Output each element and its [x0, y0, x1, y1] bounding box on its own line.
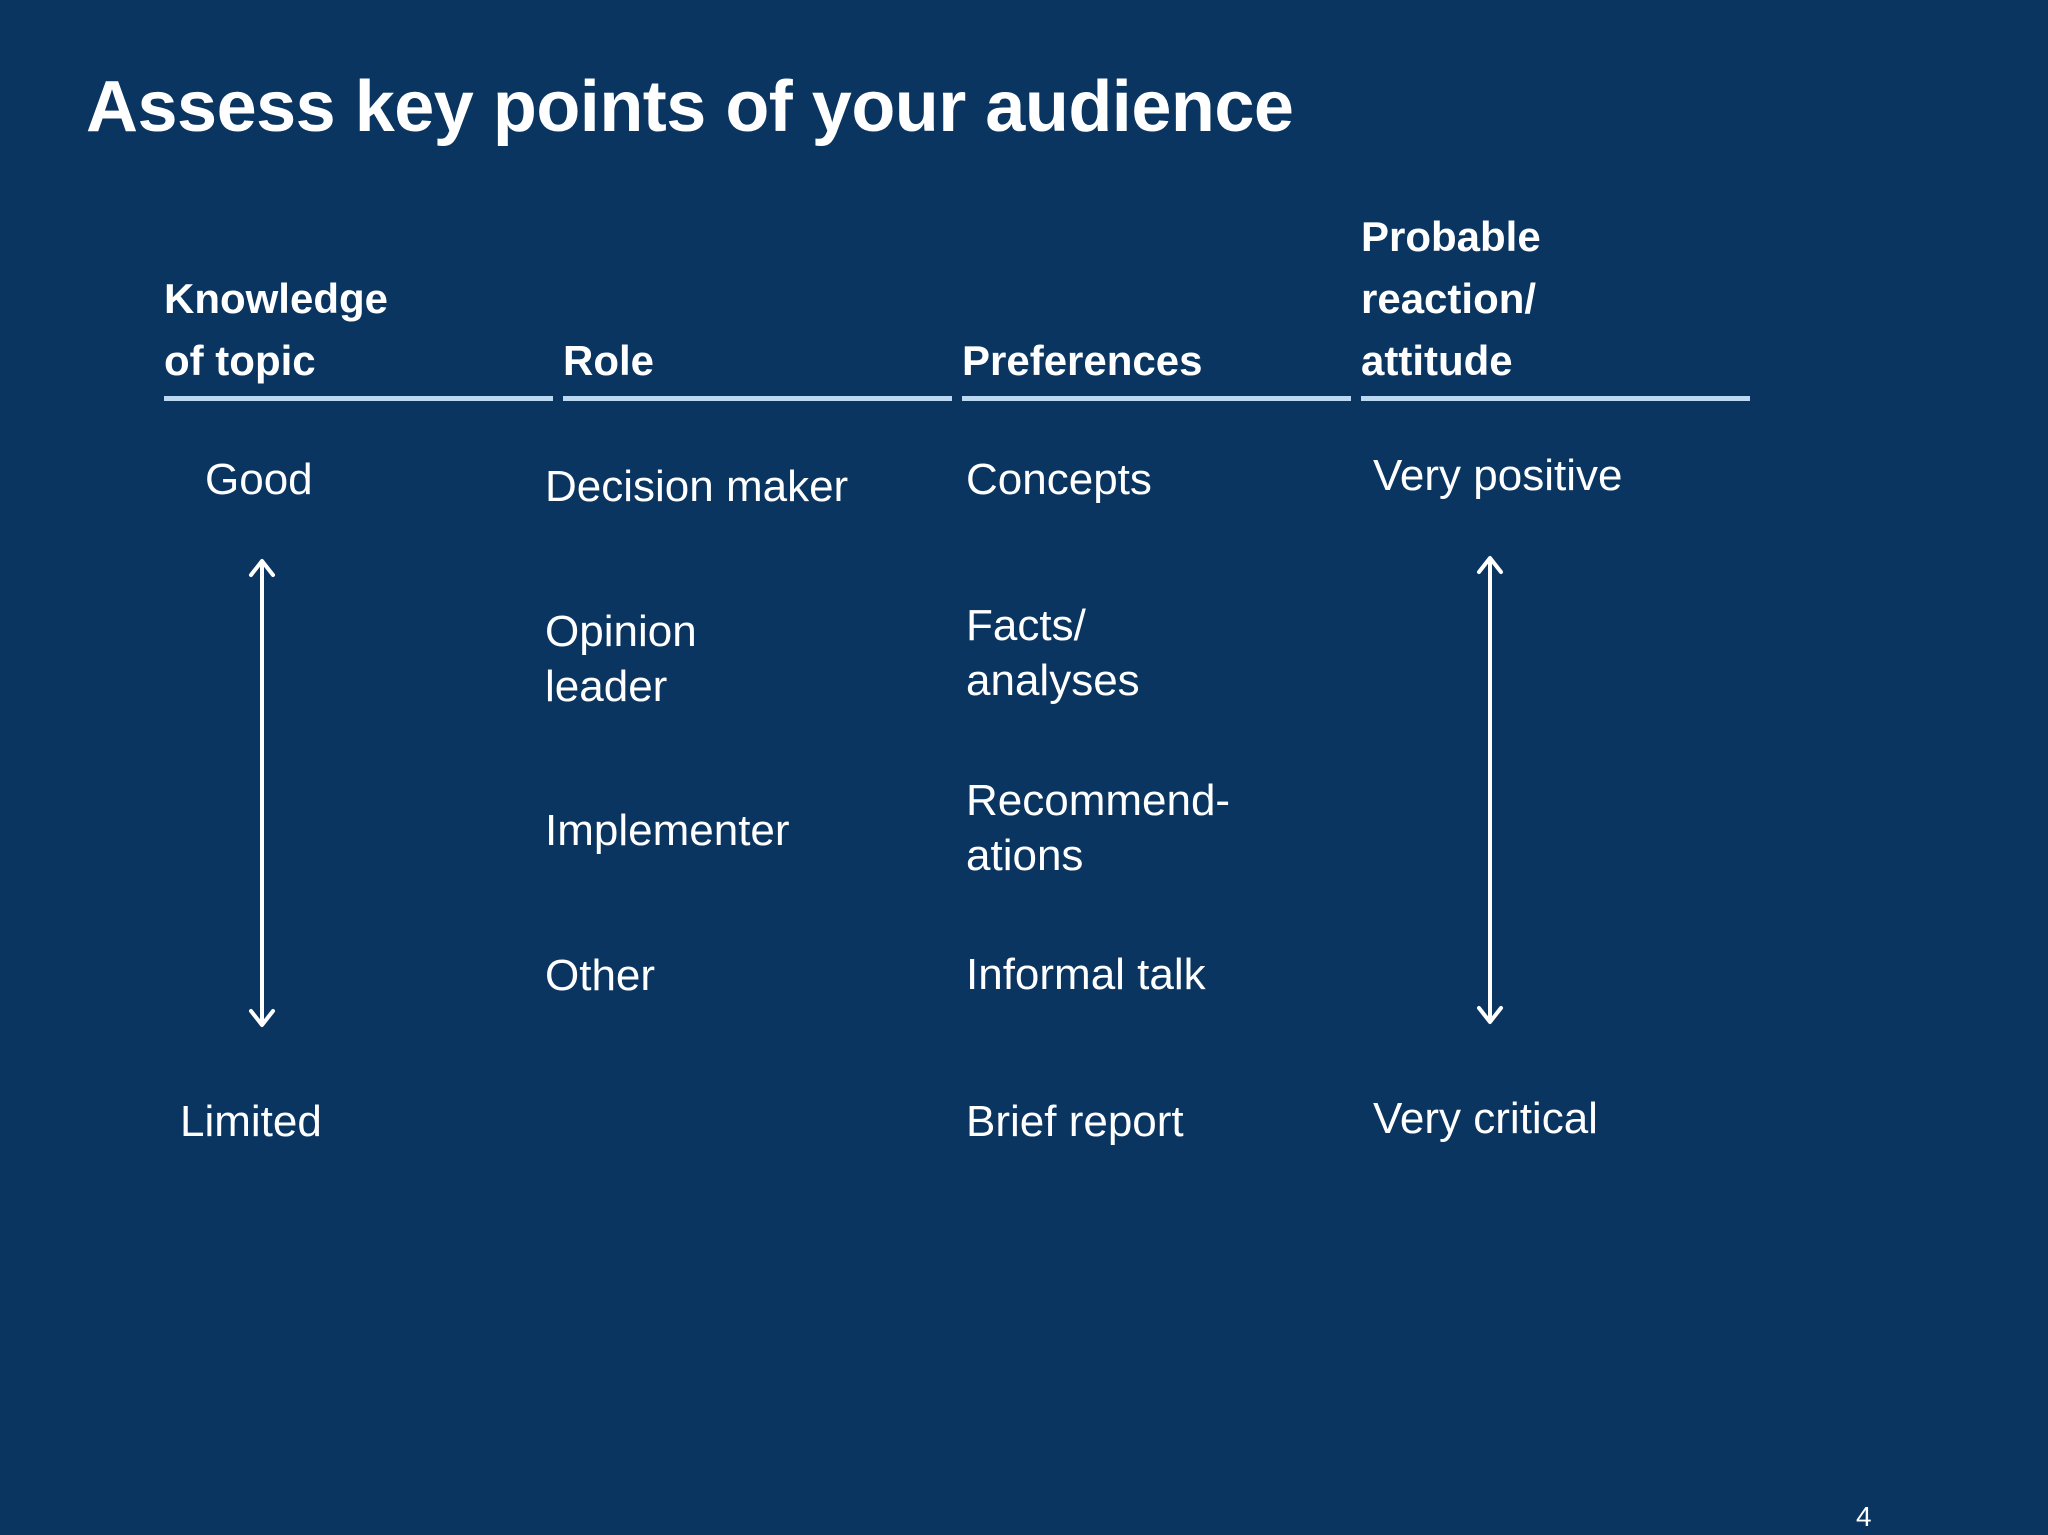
preference-item: Facts/ analyses — [966, 601, 1140, 705]
preference-item: Informal talk — [966, 950, 1206, 999]
role-item: Opinion leader — [545, 607, 697, 711]
preference-item: Concepts — [966, 455, 1152, 504]
rule-preferences — [962, 396, 1351, 401]
header-probable-reaction: Probable reaction/ attitude — [1361, 213, 1541, 384]
preference-item: Brief report — [966, 1097, 1184, 1146]
rule-knowledge — [164, 396, 553, 401]
rule-role — [563, 396, 952, 401]
header-knowledge-of-topic: Knowledge of topic — [164, 275, 389, 384]
reaction-top-label: Very positive — [1373, 451, 1623, 500]
role-item: Decision maker — [545, 462, 849, 511]
slide-title: Assess key points of your audience — [86, 67, 1294, 147]
preference-item: Recommend- ations — [966, 776, 1231, 880]
double-headed-vertical-arrow-icon — [1477, 556, 1503, 1024]
role-item: Other — [545, 951, 656, 1000]
knowledge-top-label: Good — [205, 455, 313, 504]
rule-reaction — [1361, 396, 1750, 401]
page-number: 4 — [1856, 1501, 1872, 1532]
reaction-bottom-label: Very critical — [1373, 1094, 1598, 1143]
header-role: Role — [563, 337, 655, 384]
double-headed-vertical-arrow-icon — [249, 559, 275, 1027]
role-item: Implementer — [545, 806, 790, 855]
header-preferences: Preferences — [962, 337, 1203, 384]
knowledge-bottom-label: Limited — [180, 1097, 322, 1146]
